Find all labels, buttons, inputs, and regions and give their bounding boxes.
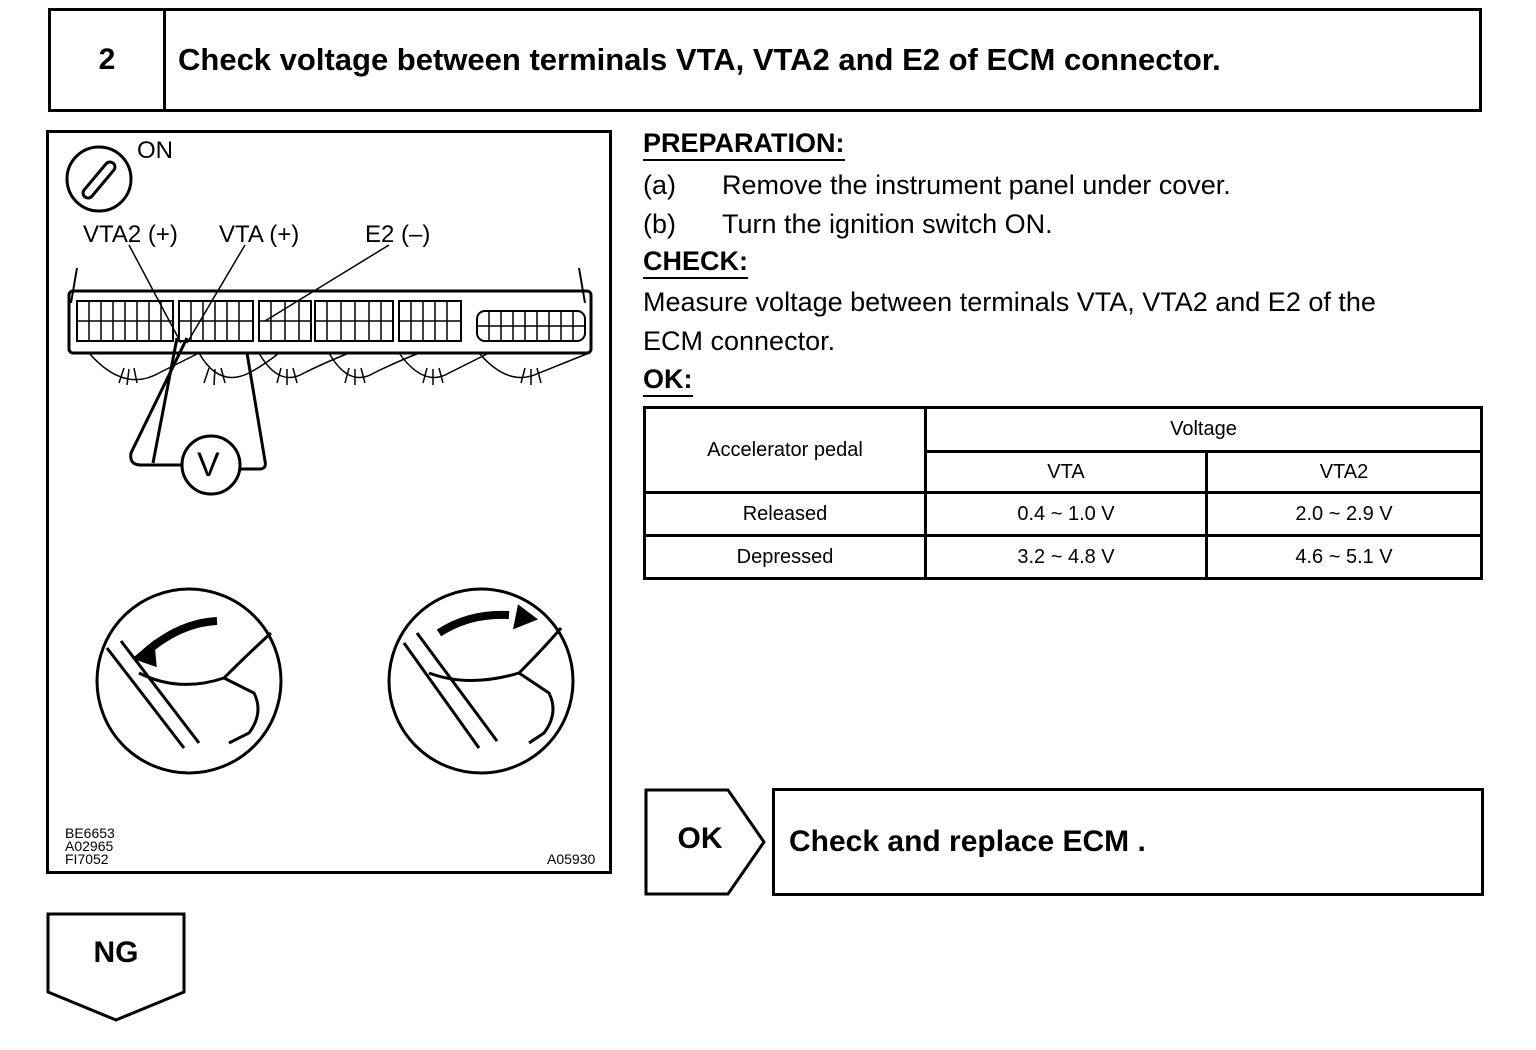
ignition-on-label: ON: [137, 137, 173, 164]
ok-result-box: Check and replace ECM .: [772, 788, 1484, 896]
check-text-line-2: ECM connector.: [643, 326, 836, 356]
probe-leads: [129, 337, 267, 471]
table-row: Released 0.4 ~ 1.0 V 2.0 ~ 2.9 V: [643, 491, 1483, 537]
voltmeter-symbol: V: [197, 446, 220, 484]
connector-diagram: [65, 145, 593, 775]
ok-arrow-shape: [644, 788, 766, 896]
step-number: 2: [51, 11, 166, 109]
figure-code-3: FI7052: [65, 851, 109, 867]
pedal-depressed-icon: [387, 587, 575, 775]
illustration-panel: ON VTA2 (+) VTA (+) E2 (–) V BE6653 A029…: [46, 130, 612, 874]
check-heading: CHECK:: [643, 246, 748, 279]
ignition-key-icon: [65, 145, 133, 213]
vta2-cell: 4.6 ~ 5.1 V: [1205, 534, 1483, 580]
step-a-text: Remove the instrument panel under cover.: [722, 170, 1231, 200]
pedal-released-icon: [95, 587, 283, 775]
step-title: Check voltage between terminals VTA, VTA…: [178, 42, 1221, 77]
terminal-label-vta: VTA (+): [219, 221, 300, 248]
preparation-heading: PREPARATION:: [643, 128, 845, 161]
vta-cell: 3.2 ~ 4.8 V: [924, 534, 1208, 580]
ng-label: NG: [93, 936, 139, 969]
figure-code-2: A02965: [65, 838, 114, 854]
condition-cell: Released: [643, 491, 927, 537]
voltage-spec-table: Accelerator pedal Voltage VTA VTA2 Relea…: [643, 406, 1483, 580]
row-header-cell: Accelerator pedal: [643, 406, 927, 494]
ok-heading: OK:: [643, 364, 693, 397]
table-row: Depressed 3.2 ~ 4.8 V 4.6 ~ 5.1 V: [643, 534, 1483, 580]
step-b-text: Turn the ignition switch ON.: [722, 209, 1053, 239]
vta-cell: 0.4 ~ 1.0 V: [924, 491, 1208, 537]
vta2-cell: 2.0 ~ 2.9 V: [1205, 491, 1483, 537]
figure-code-1: BE6653: [65, 825, 115, 841]
check-text-line-1: Measure voltage between terminals VTA, V…: [643, 287, 1376, 317]
column-header-vta2: VTA2: [1205, 450, 1483, 494]
figure-code-right: A05930: [547, 851, 596, 867]
terminal-leader-lines: [128, 244, 390, 344]
ng-arrow-shape: [46, 912, 186, 1022]
terminal-label-vta2: VTA2 (+): [83, 221, 178, 248]
voltage-group-header: Voltage: [924, 406, 1483, 453]
terminal-label-e2: E2 (–): [365, 221, 431, 248]
step-a-letter: (a): [643, 170, 676, 200]
step-b-letter: (b): [643, 209, 676, 239]
condition-cell: Depressed: [643, 534, 927, 580]
column-header-vta: VTA: [924, 450, 1208, 494]
ok-label: OK: [677, 822, 723, 855]
step-header: 2 Check voltage between terminals VTA, V…: [48, 8, 1482, 112]
voltmeter-icon: [180, 434, 242, 496]
ecm-connector: [67, 267, 593, 386]
